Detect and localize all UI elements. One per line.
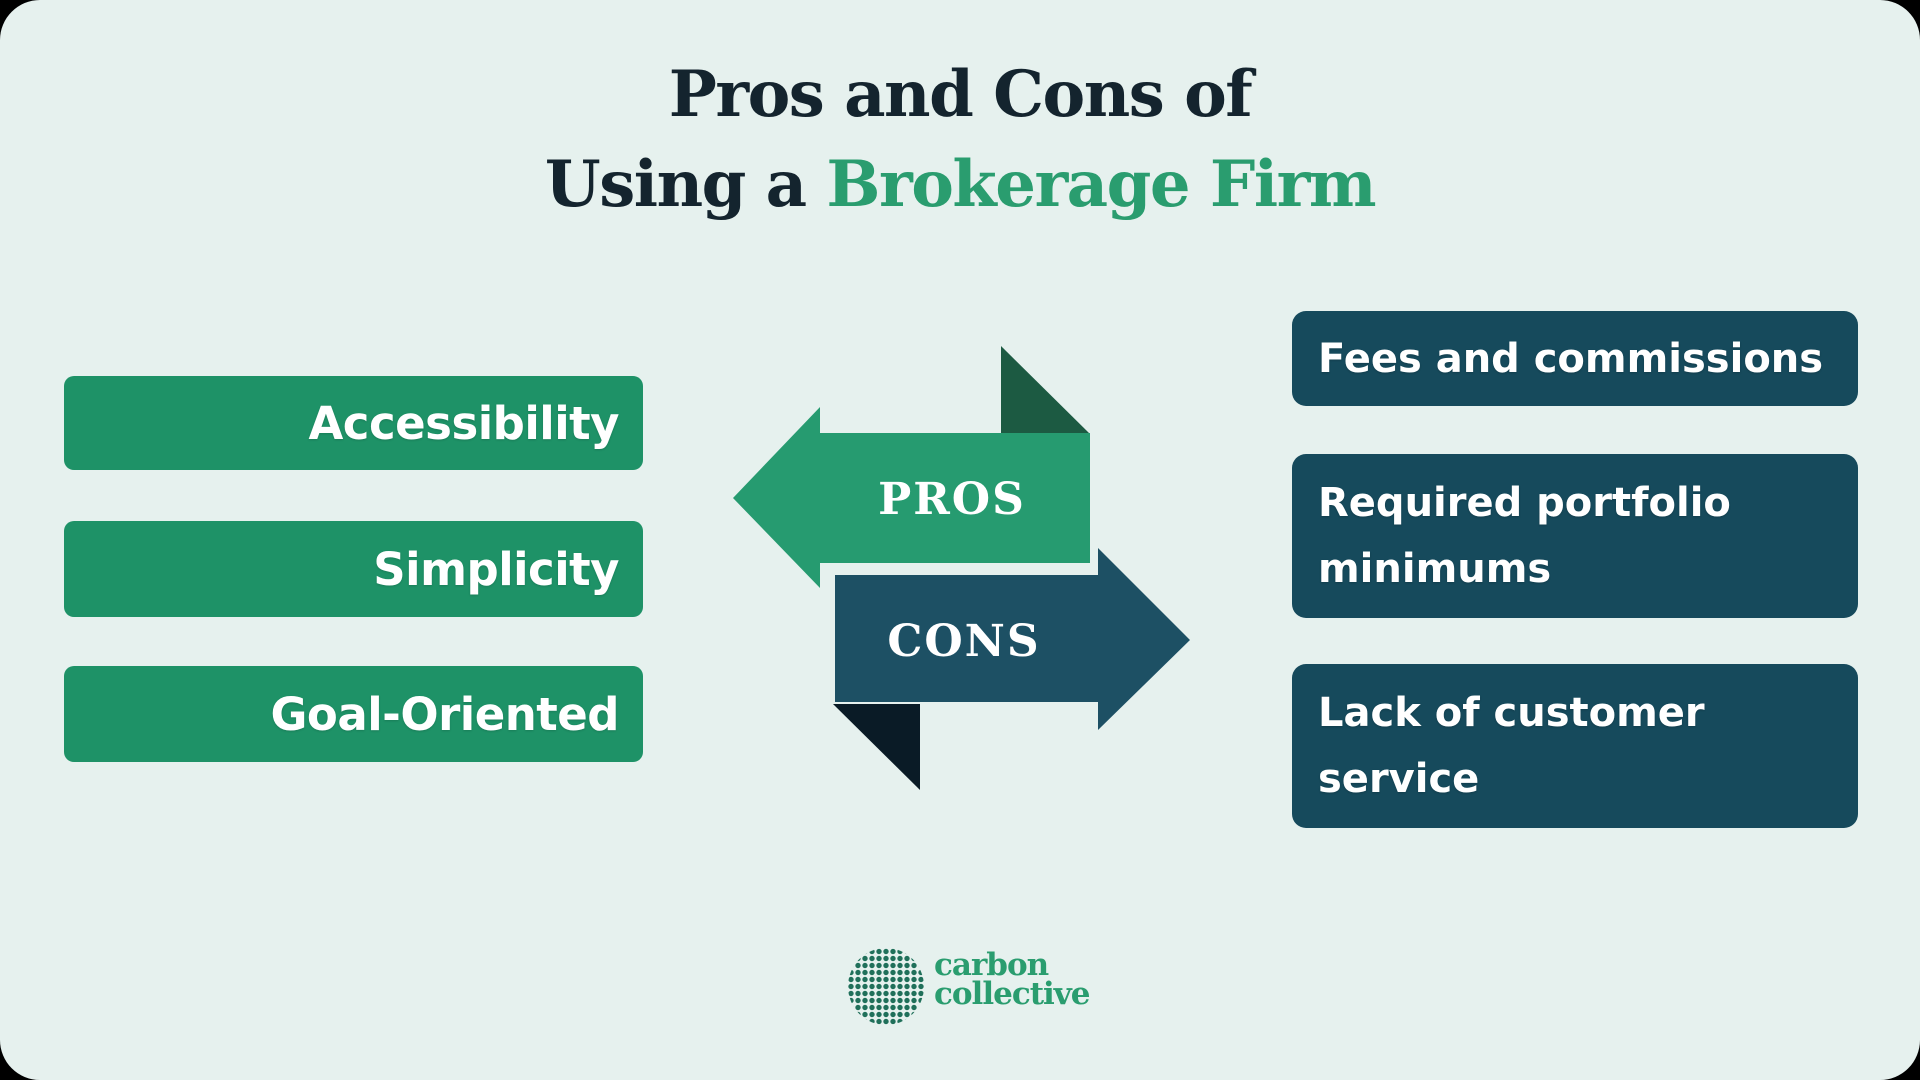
logo-globe-icon xyxy=(848,948,924,1025)
logo-wordmark: carbon collective xyxy=(934,947,1091,1012)
pros-item-label: Accessibility xyxy=(308,396,619,450)
cons-label: CONS xyxy=(887,616,1040,667)
logo-wordmark-line2: collective xyxy=(934,976,1091,1012)
title-line2-prefix: Using a xyxy=(544,147,827,222)
cons-item-label: Fees and commissions xyxy=(1318,335,1824,382)
pros-item-label: Simplicity xyxy=(373,542,619,596)
pros-item: Goal-Oriented xyxy=(64,666,643,762)
cons-arrow xyxy=(835,548,1190,730)
title-line2-highlight: Brokerage Firm xyxy=(826,147,1376,222)
pros-label: PROS xyxy=(878,474,1026,525)
pros-arrow xyxy=(733,407,1090,588)
pros-item: Accessibility xyxy=(64,376,643,470)
cons-item-label: Lack of customer service xyxy=(1318,690,1705,802)
title-line2: Using a Brokerage Firm xyxy=(0,140,1920,230)
pros-item-label: Goal-Oriented xyxy=(270,687,620,741)
cons-item: Lack of customer service xyxy=(1292,664,1858,828)
cons-arrow-fold xyxy=(833,704,920,790)
page-title: Pros and Cons of Using a Brokerage Firm xyxy=(0,50,1920,230)
title-line1: Pros and Cons of xyxy=(668,57,1253,132)
cons-item: Required portfolio minimums xyxy=(1292,454,1858,618)
cons-item: Fees and commissions xyxy=(1292,311,1858,406)
logo-wordmark-line1: carbon xyxy=(934,947,1049,983)
pros-arrow-fold xyxy=(1001,346,1090,434)
cons-item-label: Required portfolio minimums xyxy=(1318,480,1731,592)
pros-cons-arrows: PROS CONS xyxy=(733,346,1190,790)
pros-item: Simplicity xyxy=(64,521,643,617)
